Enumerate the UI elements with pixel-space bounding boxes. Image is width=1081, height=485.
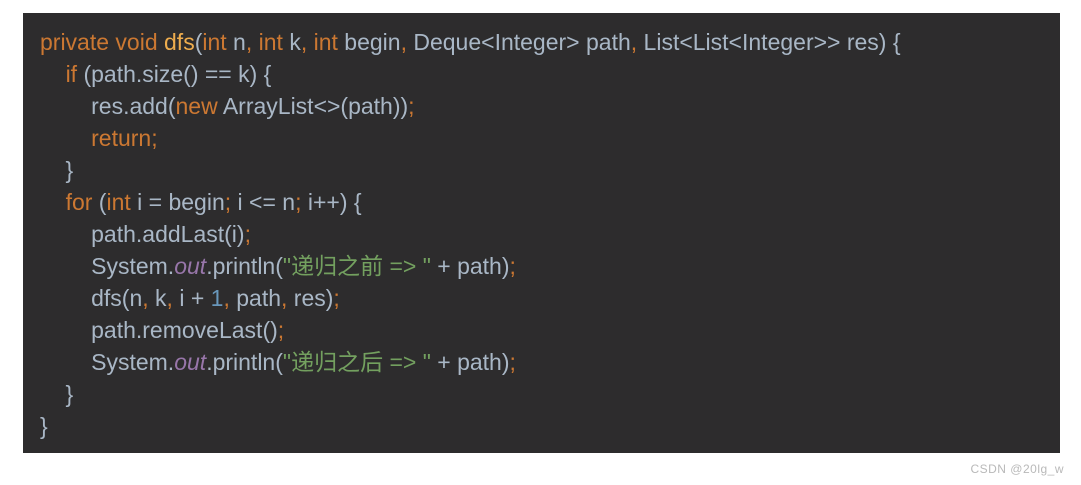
code-token-kw: ,: [281, 285, 294, 311]
code-token-d: .println(: [206, 349, 283, 375]
code-token-kw: ;: [509, 349, 516, 375]
code-token-d: (path.size() == k) {: [77, 61, 272, 87]
code-line: System.out.println("递归之前 => " + path);: [40, 250, 1052, 282]
code-line: dfs(n, k, i + 1, path, res);: [40, 282, 1052, 314]
code-token-d: (: [194, 29, 203, 55]
code-token-strcjk: 递归之后: [291, 350, 384, 375]
code-token-d: System.: [40, 349, 175, 375]
code-token-d: + path): [430, 349, 510, 375]
code-token-d: }: [40, 157, 74, 183]
code-token-kw: ;: [408, 93, 415, 119]
code-line: System.out.println("递归之后 => " + path);: [40, 346, 1052, 378]
code-token-d: List<List<Integer>> res) {: [643, 29, 901, 55]
code-token-d: begin: [337, 29, 401, 55]
code-line: }: [40, 378, 1052, 410]
code-token-d: [40, 125, 91, 151]
code-token-str: ": [282, 349, 292, 375]
code-token-d: path.removeLast(): [40, 317, 278, 343]
code-token-d: i +: [179, 285, 211, 311]
code-token-d: + path): [430, 253, 510, 279]
code-token-fld: out: [174, 253, 207, 279]
code-token-kw: ,: [245, 29, 259, 55]
code-token-d: [40, 189, 66, 215]
code-token-d: (: [92, 189, 107, 215]
code-token-d: k: [282, 29, 301, 55]
code-token-d: path: [236, 285, 281, 311]
code-token-str: ": [282, 253, 292, 279]
code-token-kw: ,: [630, 29, 644, 55]
code-block: private void dfs(int n, int k, int begin…: [23, 13, 1060, 453]
code-token-kw: ,: [142, 285, 156, 311]
code-token-d: k: [155, 285, 167, 311]
code-token-d: i++) {: [301, 189, 362, 215]
code-line: res.add(new ArrayList<>(path));: [40, 90, 1052, 122]
code-token-kw: int: [106, 189, 131, 215]
code-token-fld: out: [174, 349, 207, 375]
code-token-kw: new: [175, 93, 218, 119]
code-token-d: }: [40, 413, 48, 439]
code-token-d: Deque<Integer> path: [413, 29, 631, 55]
code-token-d: .println(: [206, 253, 283, 279]
code-token-kw: ;: [295, 189, 302, 215]
watermark: CSDN @20lg_w: [970, 462, 1064, 476]
code-token-d: n: [226, 29, 246, 55]
code-token-kw: ;: [333, 285, 340, 311]
code-token-kw: int: [258, 29, 283, 55]
code-line: if (path.size() == k) {: [40, 58, 1052, 90]
code-line: return;: [40, 122, 1052, 154]
code-token-kw: ;: [244, 221, 251, 247]
code-token-str: => ": [383, 253, 431, 279]
code-token-kw: ,: [400, 29, 414, 55]
code-line: private void dfs(int n, int k, int begin…: [40, 26, 1052, 58]
code-token-d: dfs(n: [40, 285, 143, 311]
code-token-d: path.addLast(i): [40, 221, 245, 247]
code-token-kw: if: [65, 61, 78, 87]
code-token-kw: int: [313, 29, 338, 55]
code-token-kw: for: [65, 189, 93, 215]
code-token-d: }: [40, 381, 74, 407]
code-token-d: res.add(: [40, 93, 176, 119]
code-token-kw: ,: [166, 285, 180, 311]
code-token-kw: ;: [509, 253, 516, 279]
code-token-kw: return;: [91, 125, 158, 151]
code-line: for (int i = begin; i <= n; i++) {: [40, 186, 1052, 218]
code-token-d: i <= n: [231, 189, 296, 215]
code-line: }: [40, 154, 1052, 186]
code-token-d: [40, 61, 66, 87]
code-token-num: 1: [210, 285, 224, 311]
code-token-fn: dfs: [164, 29, 195, 55]
code-token-d: i = begin: [130, 189, 225, 215]
code-token-kw: int: [202, 29, 227, 55]
code-token-kw: ,: [223, 285, 237, 311]
code-line: }: [40, 410, 1052, 442]
code-token-kw: ,: [300, 29, 314, 55]
code-token-kw: private void: [40, 29, 165, 55]
code-token-d: System.: [40, 253, 175, 279]
code-token-kw: ;: [224, 189, 232, 215]
code-line: path.removeLast();: [40, 314, 1052, 346]
code-token-kw: ;: [277, 317, 285, 343]
code-token-strcjk: 递归之前: [291, 254, 384, 279]
code-token-d: ArrayList<>(path)): [217, 93, 409, 119]
code-line: path.addLast(i);: [40, 218, 1052, 250]
code-token-str: => ": [383, 349, 431, 375]
code-token-d: res): [293, 285, 334, 311]
